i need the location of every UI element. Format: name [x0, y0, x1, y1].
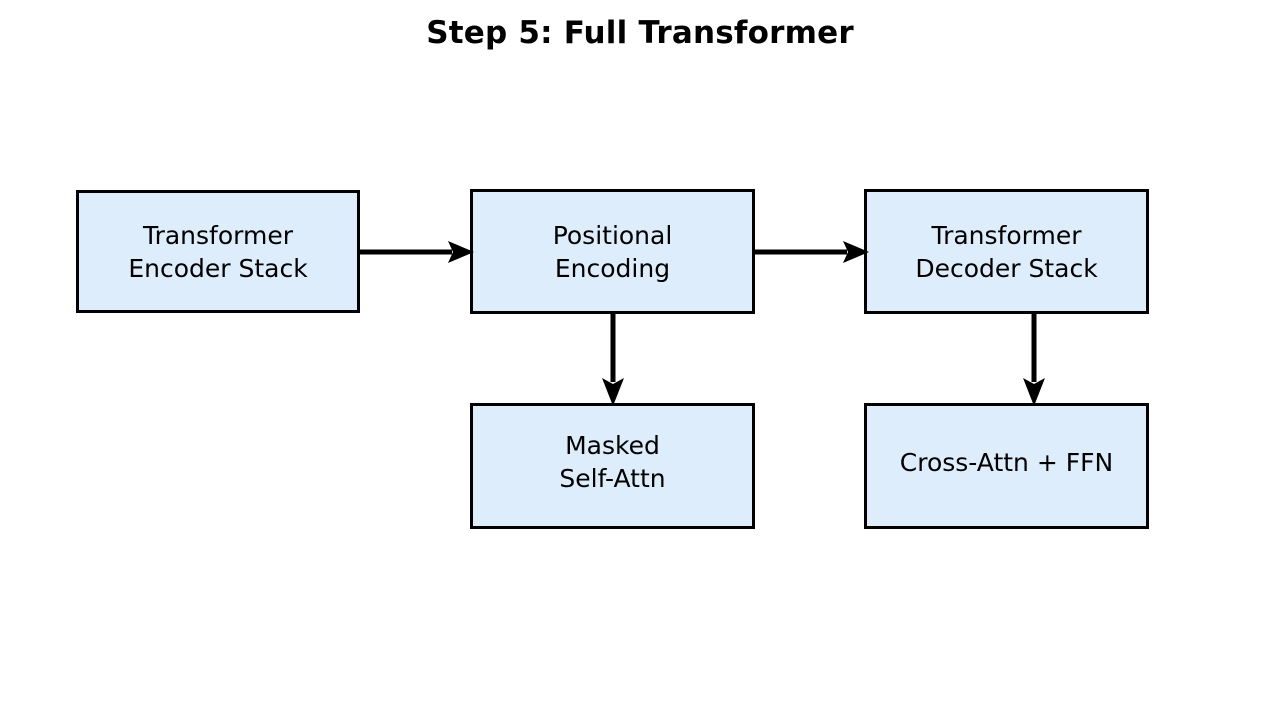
node-label-decoder-stack: Transformer Decoder Stack: [915, 220, 1098, 283]
node-decoder-stack[interactable]: Transformer Decoder Stack: [864, 189, 1149, 314]
node-cross-attn-ffn[interactable]: Cross-Attn + FFN: [864, 403, 1149, 529]
node-label-positional-encoding: Positional Encoding: [552, 220, 673, 283]
node-masked-self-attn[interactable]: Masked Self-Attn: [470, 403, 755, 529]
node-label-cross-attn-ffn: Cross-Attn + FFN: [899, 447, 1114, 477]
diagram-title: Step 5: Full Transformer: [426, 15, 854, 51]
arrow-encoder-to-positional: [358, 241, 474, 263]
arrow-decoder-to-cross-attn: [1023, 312, 1045, 406]
arrow-positional-to-masked: [602, 312, 624, 406]
node-label-masked-self-attn: Masked Self-Attn: [559, 431, 666, 493]
arrow-positional-to-decoder: [753, 241, 869, 263]
node-label-encoder-stack: Transformer Encoder Stack: [128, 220, 308, 283]
node-positional-encoding[interactable]: Positional Encoding: [470, 189, 755, 314]
node-encoder-stack[interactable]: Transformer Encoder Stack: [76, 190, 360, 313]
